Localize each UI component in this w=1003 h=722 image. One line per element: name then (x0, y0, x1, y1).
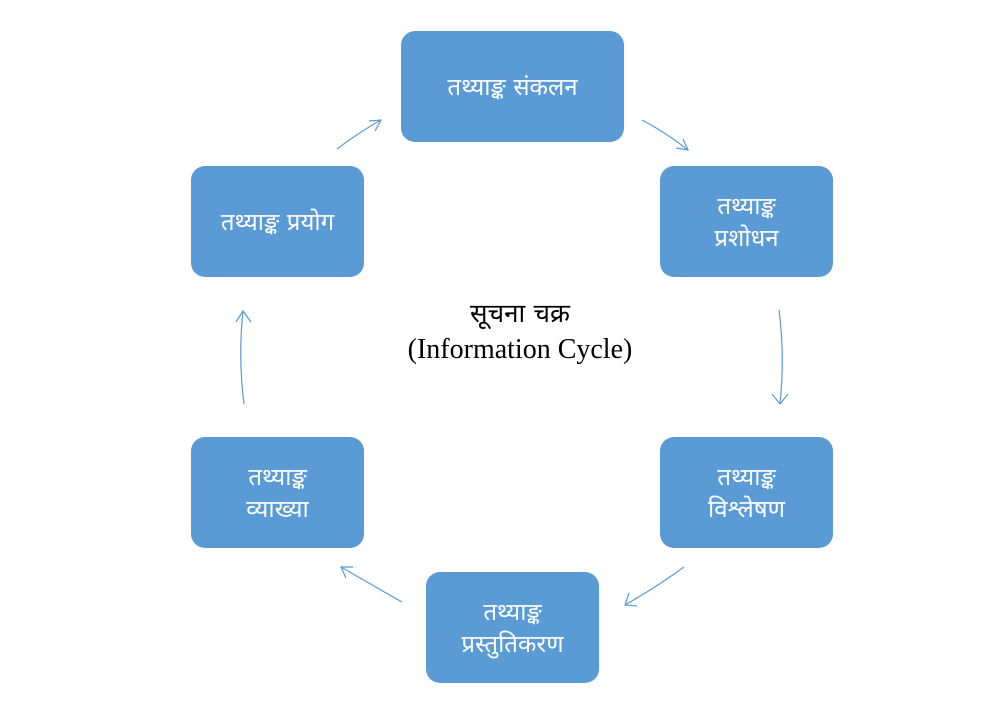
node-label: तथ्याङ्क प्रयोग (220, 207, 335, 236)
node-label-line1: तथ्याङ्क (248, 462, 307, 491)
diagram-title: सूचना चक्र (Information Cycle) (340, 296, 700, 368)
arrow-use-to-collection (336, 119, 383, 150)
node-label-line1: तथ्याङ्क (717, 191, 776, 220)
diagram-title-english: (Information Cycle) (407, 334, 633, 365)
node-data-interpretation: तथ्याङ्क व्याख्या (191, 437, 364, 548)
arrow-interpretation-to-use (235, 309, 252, 405)
node-label-line2: प्रस्तुतिकरण (461, 629, 564, 658)
arrow-processing-to-analysis (771, 309, 789, 405)
arrow-collection-to-processing (641, 119, 690, 151)
diagram-title-nepali: सूचना चक्र (470, 299, 570, 329)
node-label-line1: तथ्याङ्क (483, 597, 542, 626)
arrow-presentation-to-interpretation (340, 566, 403, 603)
arrow-analysis-to-presentation (624, 566, 685, 607)
node-label-line2: प्रशोधन (714, 223, 779, 252)
node-data-use: तथ्याङ्क प्रयोग (191, 166, 364, 277)
node-data-analysis: तथ्याङ्क विश्लेषण (660, 437, 833, 548)
node-data-collection: तथ्याङ्क संकलन (401, 31, 624, 142)
node-data-processing: तथ्याङ्क प्रशोधन (660, 166, 833, 277)
node-label-line1: तथ्याङ्क (717, 462, 776, 491)
node-data-presentation: तथ्याङ्क प्रस्तुतिकरण (426, 572, 599, 683)
node-label: तथ्याङ्क संकलन (447, 72, 578, 101)
node-label-line2: व्याख्या (246, 494, 309, 523)
node-label-line2: विश्लेषण (708, 494, 785, 523)
